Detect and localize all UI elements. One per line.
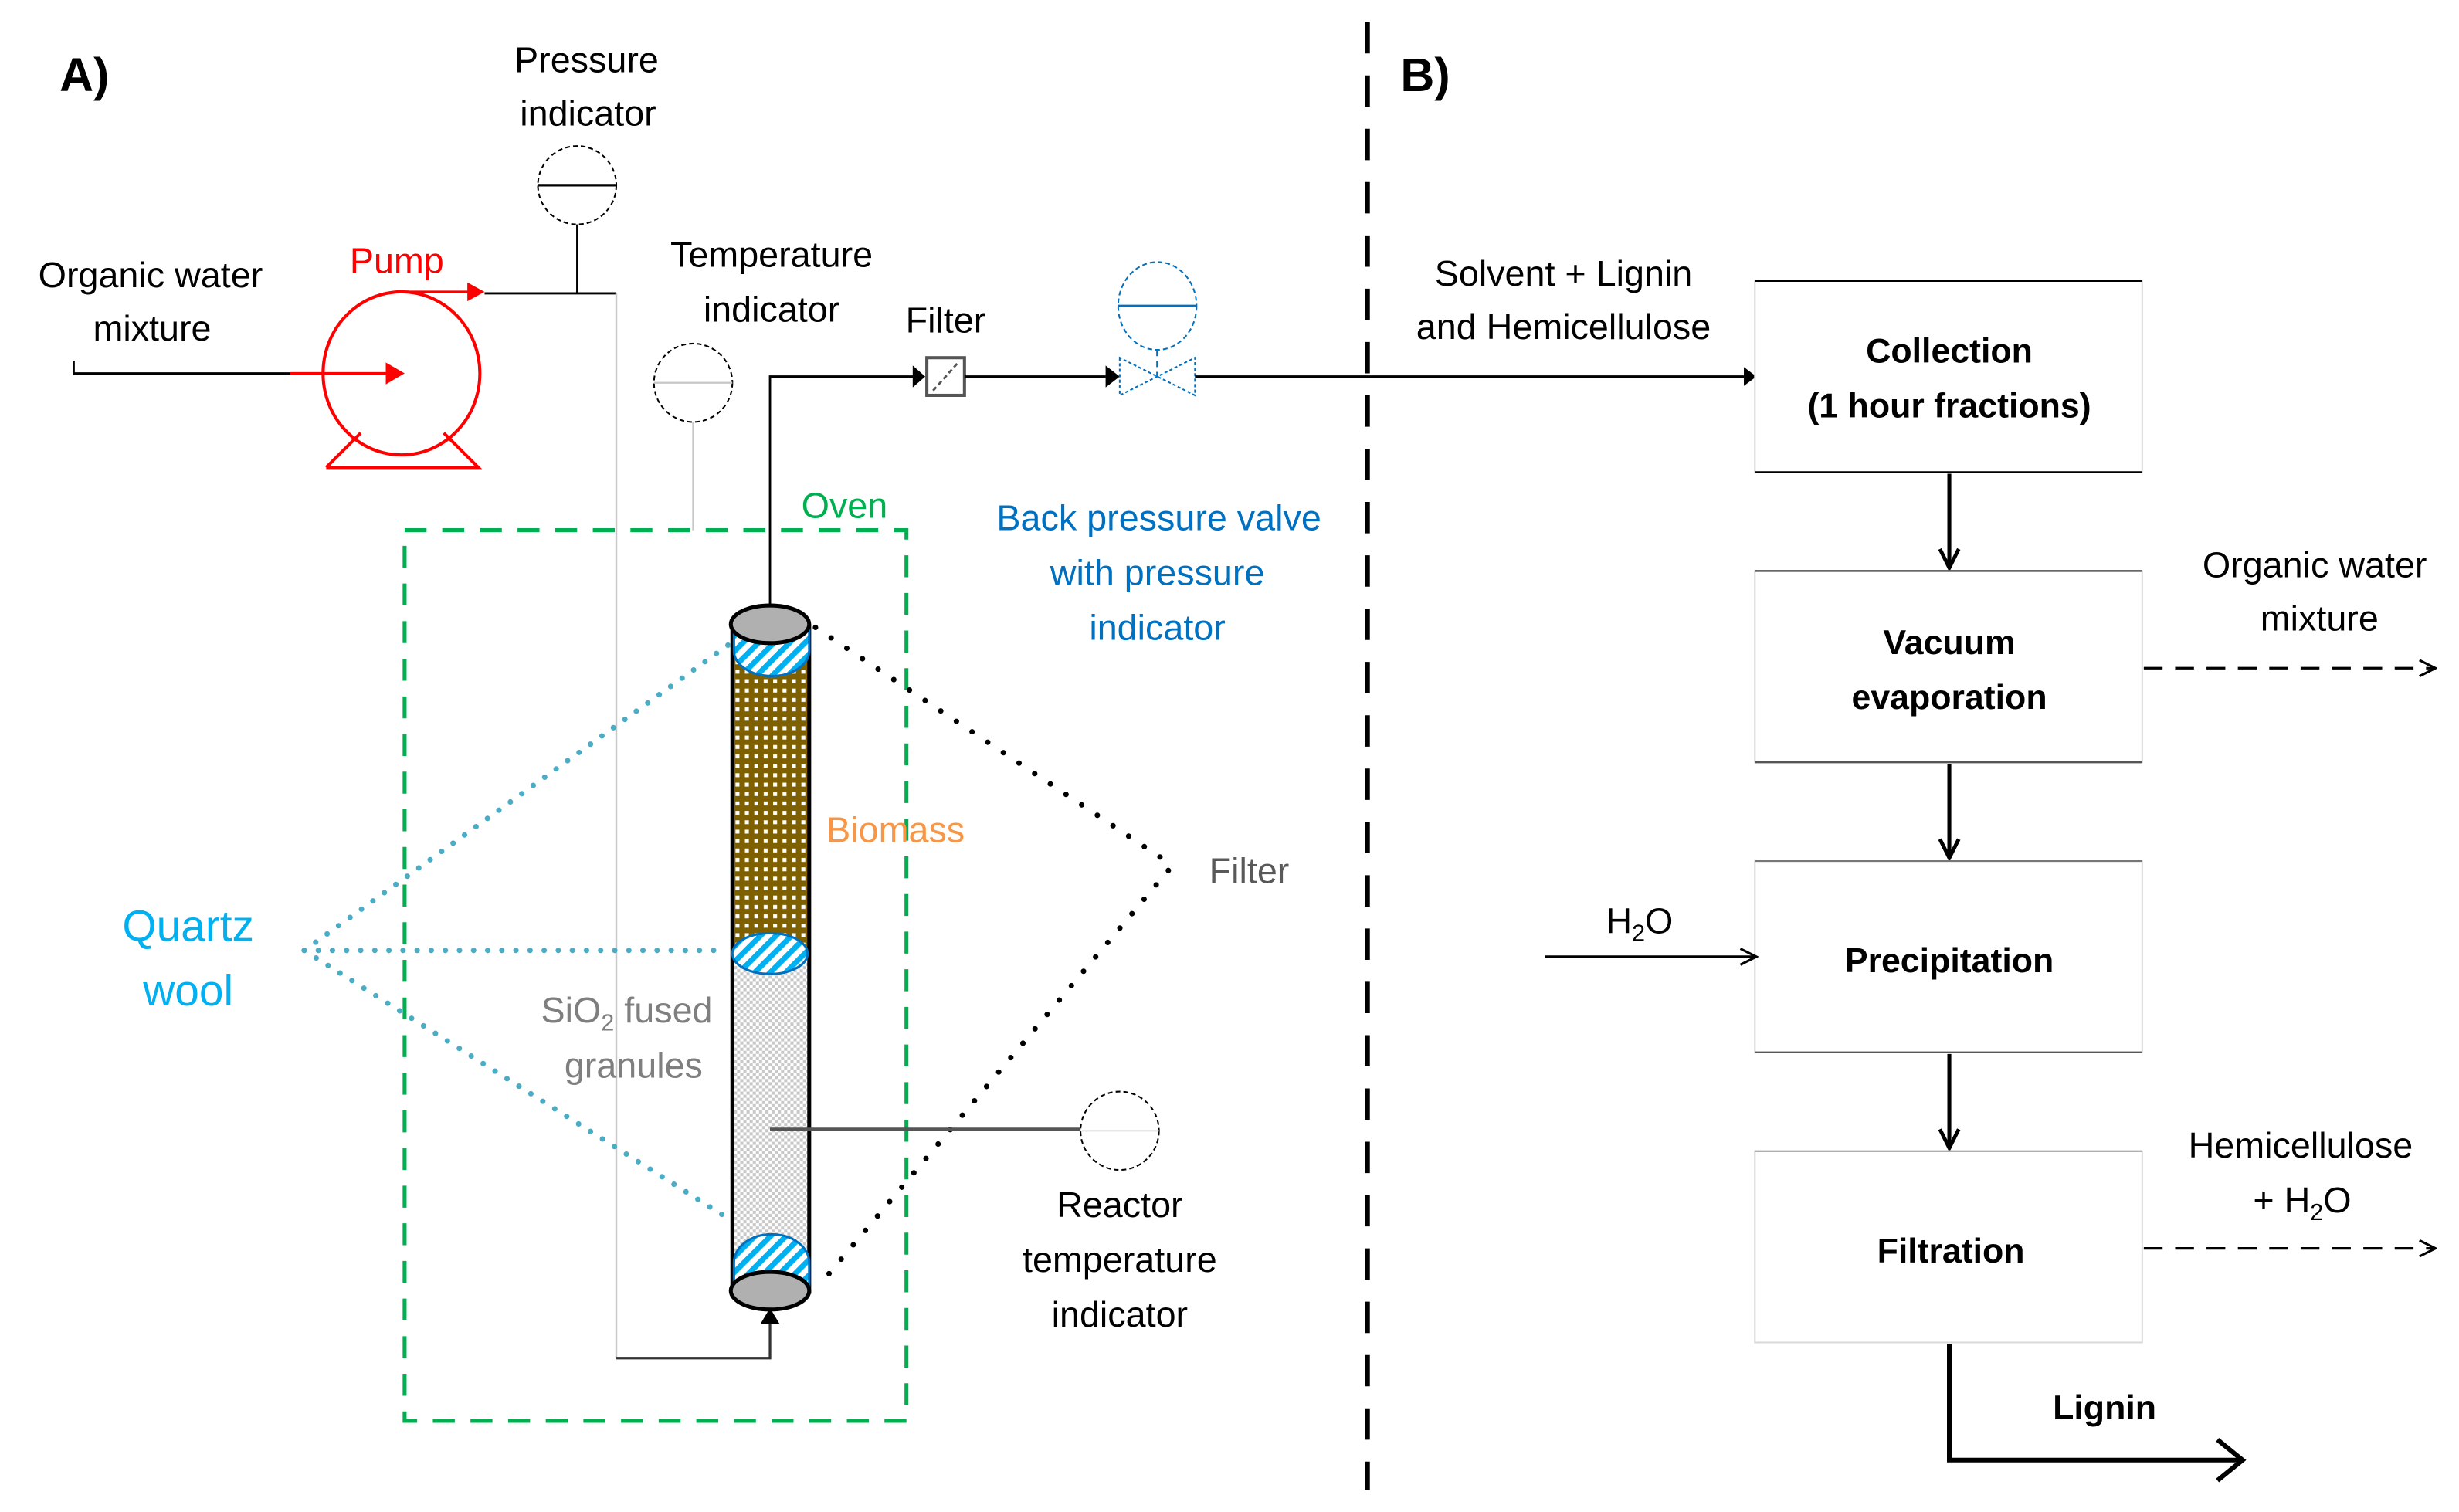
step-label: Precipitation [1845, 942, 2054, 980]
lignin-output-arrow [1947, 1344, 2240, 1463]
step-label-2: (1 hour fractions) [1807, 387, 2091, 425]
reactor-top-cap [728, 603, 812, 646]
back-pressure-valve-label: Back pressure valve [996, 498, 1321, 538]
reactor-temperature-label-3: indicator [1052, 1294, 1188, 1334]
oven-label: Oven [802, 485, 888, 525]
pressure-indicator-icon [537, 145, 618, 293]
reactor-outlet-pipe [768, 375, 916, 615]
inflow-label: Solvent + Lignin [1435, 253, 1693, 293]
filter-label: Filter [1209, 850, 1290, 890]
filter-leaders [812, 624, 1172, 1289]
temperature-indicator-icon [653, 342, 734, 531]
panel-a: Organic water mixture Pump Pressure indi… [39, 40, 1757, 1423]
lignin-label: Lignin [2053, 1389, 2156, 1427]
panel-b-label: B) [1400, 49, 1450, 101]
sio2-label: SiO2 fused [541, 990, 713, 1036]
sio2-label-2: granules [565, 1045, 703, 1085]
quartz-wool-label: Quartz [122, 903, 254, 951]
quartz-wool-middle [731, 931, 809, 975]
water-input-label: H2O [1606, 900, 1673, 946]
step-label: Collection [1866, 332, 2033, 370]
feed-pipe-bottom [616, 1317, 772, 1360]
pump-label: Pump [350, 241, 444, 281]
back-pressure-valve-label-3: indicator [1089, 608, 1225, 648]
oven-boundary [402, 528, 909, 1423]
inline-filter-label: Filter [906, 300, 986, 341]
panel-a-label: A) [59, 49, 109, 101]
temperature-indicator-label: Temperature [670, 234, 873, 274]
step-label-2: evaporation [1851, 679, 2047, 717]
pressure-indicator-label: Pressure [514, 40, 659, 80]
pump-icon [290, 282, 485, 470]
valve-arrow-icon [1105, 365, 1120, 388]
collection-arrow-icon [1744, 367, 1757, 386]
reactor-inlet-arrow-icon [760, 1307, 780, 1324]
reactor-temperature-indicator-icon [1080, 1090, 1160, 1171]
side-output-label-2: mixture [2261, 598, 2379, 639]
step-vacuum-evaporation: Vacuum evaporation [1754, 570, 2143, 764]
inlet-pipe [73, 361, 290, 375]
inline-filter-icon [925, 356, 966, 397]
step-label: Filtration [1877, 1232, 2025, 1270]
reactor-temperature-label-2: temperature [1023, 1239, 1217, 1280]
filter-arrow-icon [912, 365, 926, 388]
inflow-label-2: and Hemicellulose [1416, 307, 1711, 347]
temperature-indicator-label-2: indicator [704, 290, 839, 330]
inlet-label: Organic water [39, 255, 263, 295]
back-pressure-valve-icon [1117, 261, 1198, 397]
reactor-column [728, 603, 812, 1312]
back-pressure-valve-label-2: with pressure [1050, 553, 1265, 593]
side-output-label: Organic water [2203, 545, 2427, 585]
inlet-label-2: mixture [93, 308, 211, 348]
quartz-wool-label-2: wool [142, 967, 233, 1015]
step-label: Vacuum [1883, 624, 2015, 662]
side-output-label-2: + H2O [2253, 1180, 2351, 1226]
step-precipitation: Precipitation [1754, 860, 2143, 1054]
biomass-bed [732, 642, 809, 954]
side-output-label: Hemicellulose [2189, 1125, 2413, 1165]
step-collection: Collection (1 hour fractions) [1754, 280, 2143, 473]
step-filtration: Filtration [1754, 1150, 2143, 1344]
reactor-temperature-label: Reactor [1057, 1185, 1182, 1225]
reactor-bottom-cap [728, 1270, 812, 1312]
biomass-label: Biomass [826, 810, 965, 850]
pressure-indicator-label-2: indicator [520, 93, 656, 134]
panel-b: Solvent + Lignin and Hemicellulose Colle… [1416, 253, 2436, 1483]
quartz-wool-leaders [301, 640, 734, 1223]
lignin-arrowhead-icon [2216, 1437, 2247, 1483]
